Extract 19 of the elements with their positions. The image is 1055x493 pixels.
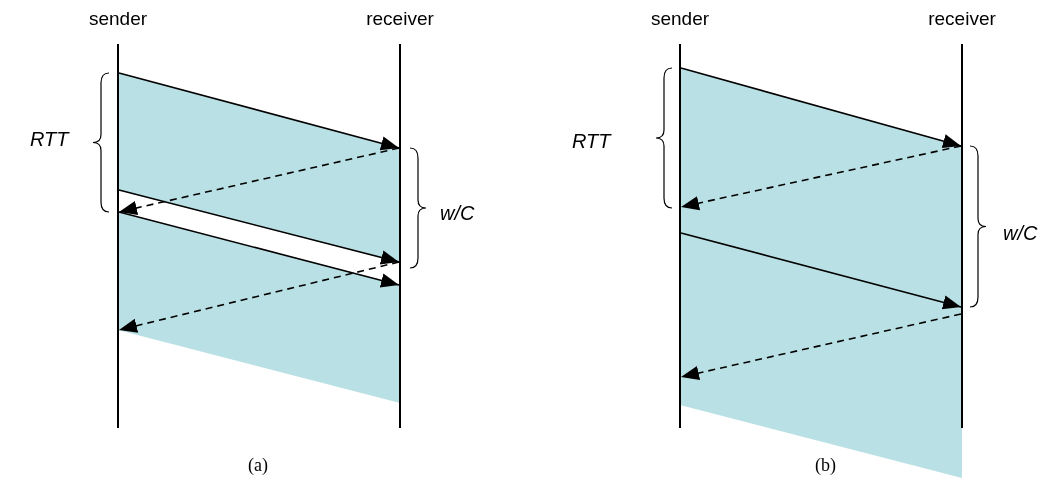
dashed-arrow	[118, 147, 400, 215]
message-arrow	[118, 72, 400, 151]
panel-caption: (a)	[248, 455, 268, 476]
message-arrow	[118, 189, 400, 265]
lifeline-name: receiver	[365, 8, 435, 30]
interval-label: RTT	[30, 128, 69, 151]
message-arrow	[118, 211, 400, 288]
lifeline-name: sender	[87, 8, 149, 30]
dashed-arrow	[680, 145, 962, 211]
lifeline-name: sender	[649, 8, 711, 30]
dashed-arrow	[680, 313, 962, 381]
interval-label: w/C	[440, 202, 475, 225]
interval-label: w/C	[1003, 222, 1038, 245]
message-arrow	[680, 232, 962, 310]
interval-label: RTT	[572, 130, 611, 153]
message-arrow	[680, 67, 962, 149]
panel-caption: (b)	[815, 455, 836, 476]
lifeline-name: receiver	[927, 8, 997, 30]
dashed-arrow	[118, 261, 400, 333]
